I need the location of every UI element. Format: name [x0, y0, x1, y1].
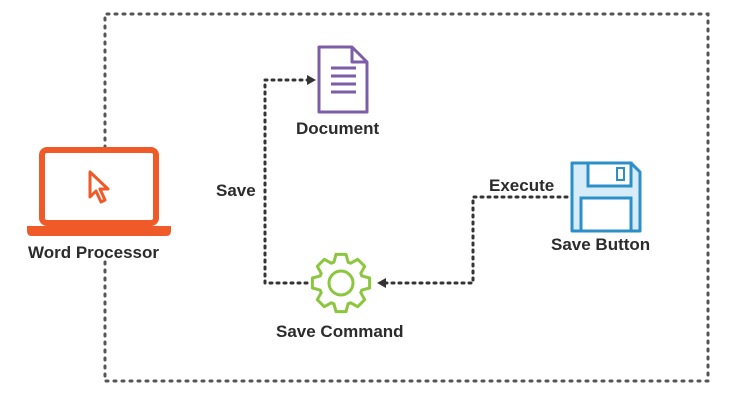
boundary-border — [103, 12, 710, 383]
save-edge-label: Save — [216, 181, 256, 200]
floppy-disk-icon — [570, 161, 642, 233]
word-processor-label: Word Processor — [28, 243, 160, 262]
save-command-label: Save Command — [276, 322, 404, 341]
execute-connector — [383, 195, 569, 285]
document-icon — [317, 45, 369, 114]
document-label: Document — [296, 119, 380, 138]
save-arrowhead — [307, 75, 316, 85]
execute-arrowhead — [377, 278, 386, 288]
gear-icon — [310, 252, 372, 314]
execute-edge-label: Execute — [489, 176, 555, 195]
laptop-cursor-icon — [27, 147, 171, 236]
save-button-label: Save Button — [551, 235, 651, 254]
save-connector — [263, 78, 310, 285]
